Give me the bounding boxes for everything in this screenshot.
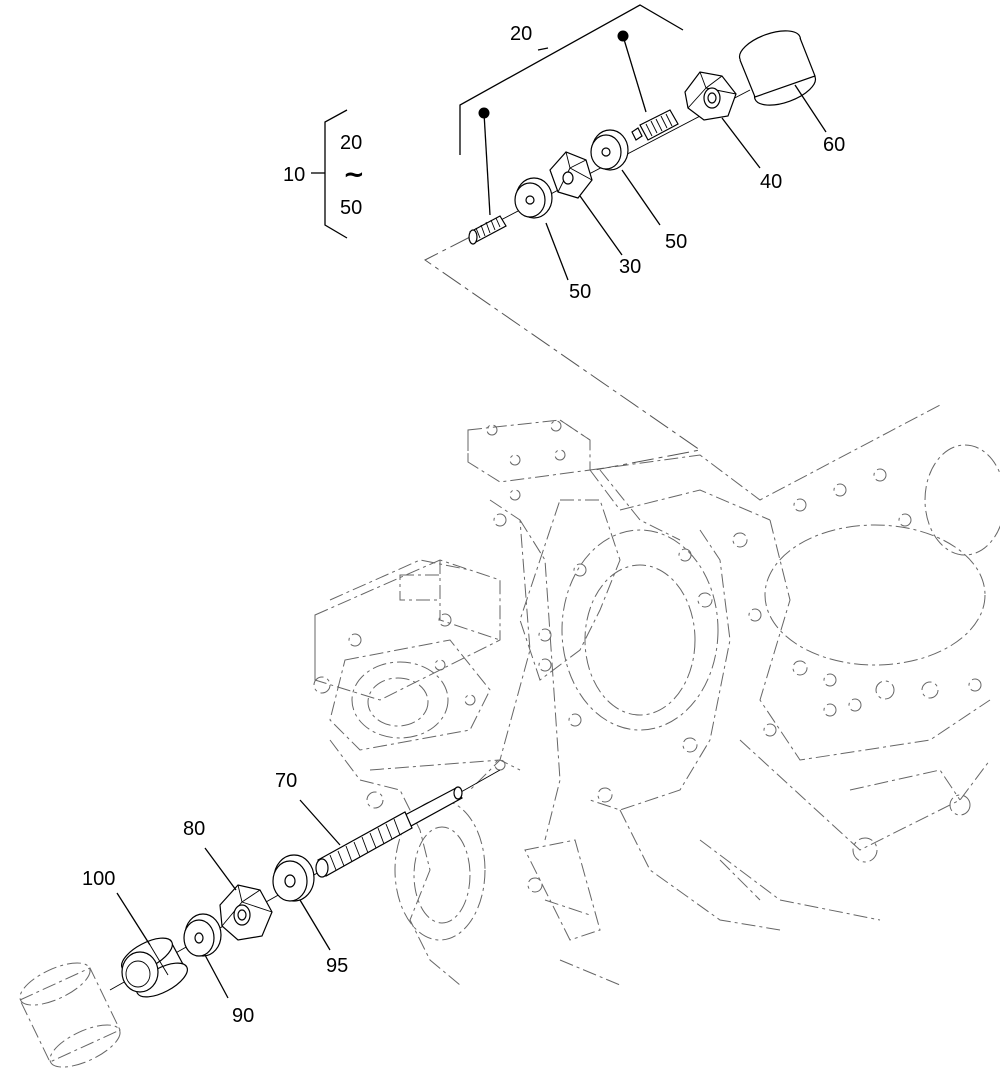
- callout-dot: [617, 30, 629, 42]
- callout-10: 10: [283, 164, 305, 186]
- cap-60: [738, 30, 817, 106]
- callout-30: 30: [619, 256, 641, 278]
- washer-50-right: [590, 129, 629, 171]
- callout-50-right: 50: [665, 231, 687, 253]
- callout-90: 90: [232, 1005, 254, 1027]
- washer-90: [183, 913, 222, 957]
- lower-valve-assembly: [19, 769, 501, 1068]
- washer-95: [272, 854, 315, 902]
- phantom-cover: [19, 962, 121, 1068]
- adjusting-screw-70: [315, 786, 463, 878]
- kit-10-bracket: [311, 109, 348, 239]
- nut-40: [684, 71, 737, 121]
- upper-valve-assembly: [459, 4, 827, 281]
- callout-dot: [478, 107, 490, 119]
- washer-50-left: [514, 177, 553, 219]
- callout-100: 100: [82, 868, 115, 890]
- callout-80: 80: [183, 818, 205, 840]
- callout-40: 40: [760, 171, 782, 193]
- group-20-bracket: [459, 4, 684, 155]
- engine-housing-outline: [313, 404, 1000, 986]
- callout-50-left: 50: [569, 281, 591, 303]
- kit-range-end: 50: [340, 197, 362, 219]
- threaded-plug-left: [468, 215, 507, 245]
- callout-95: 95: [326, 955, 348, 977]
- callout-60: 60: [823, 134, 845, 156]
- kit-range-symbol: ~: [343, 160, 365, 190]
- callout-20: 20: [510, 23, 532, 45]
- kit-range-start: 20: [340, 132, 362, 154]
- cap-100: [121, 937, 188, 998]
- threaded-plug-right: [631, 109, 679, 141]
- callout-70: 70: [275, 770, 297, 792]
- nut-80: [219, 884, 273, 941]
- phantom-leader-line: [424, 236, 702, 471]
- nut-30: [549, 151, 593, 199]
